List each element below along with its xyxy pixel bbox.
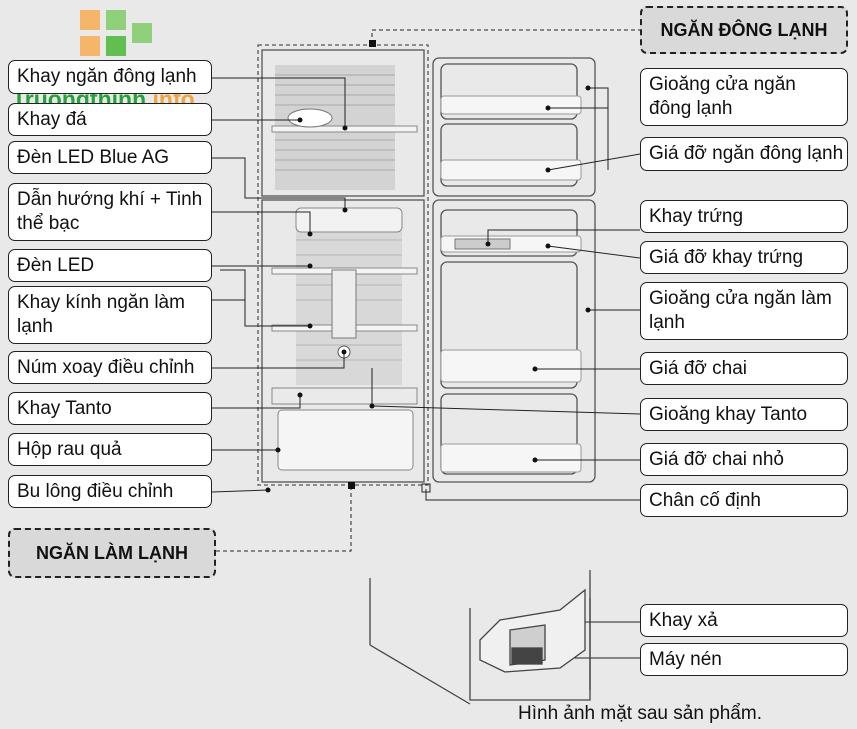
fridge-body-outline (257, 44, 429, 486)
label-blue-ag-led: Đèn LED Blue AG (8, 141, 212, 174)
heading-freezer: NGĂN ĐÔNG LẠNH (640, 6, 848, 54)
label-freezer-door-gasket: Gioăng cửa ngăn đông lạnh (640, 68, 848, 126)
label-glass-shelf: Khay kính ngăn làm lạnh (8, 286, 212, 344)
label-egg-tray: Khay trứng (640, 200, 848, 233)
label-compressor: Máy nén (640, 643, 848, 676)
label-bottle-rack: Giá đỡ chai (640, 352, 848, 385)
heading-fridge: NGĂN LÀM LẠNH (8, 528, 216, 578)
label-fixed-foot: Chân cố định (640, 484, 848, 517)
freezer-door (432, 57, 596, 197)
label-vegetable-box: Hộp rau quả (8, 433, 212, 466)
label-fridge-door-gasket: Gioăng cửa ngăn làm lạnh (640, 282, 848, 340)
caption: Hình ảnh mặt sau sản phẩm. (518, 703, 762, 724)
label-drain-tray: Khay xả (640, 604, 848, 637)
fridge-door (432, 199, 596, 483)
label-leveling-bolt: Bu lông điều chỉnh (8, 475, 212, 508)
freezer-compartment (261, 49, 425, 197)
label-ice-tray: Khay đá (8, 103, 212, 136)
fridge-back-view (369, 570, 591, 705)
label-freezer-tray: Khay ngăn đông lạnh (8, 60, 212, 94)
label-control-dial: Núm xoay điều chỉnh (8, 351, 212, 384)
vegetable-box (277, 409, 414, 471)
label-small-bottle-rack: Giá đỡ chai nhỏ (640, 443, 848, 476)
label-tanto-tray: Khay Tanto (8, 392, 212, 425)
fridge-compartment (261, 199, 425, 483)
label-tanto-gasket: Gioăng khay Tanto (640, 398, 848, 431)
label-egg-tray-rack: Giá đỡ khay trứng (640, 241, 848, 274)
egg-tray (454, 238, 511, 250)
tanto-tray (271, 387, 418, 405)
label-air-duct-silver: Dẫn hướng khí + Tinh thể bạc (8, 183, 212, 241)
air-duct (295, 207, 403, 233)
ice-tray (287, 108, 333, 128)
label-led: Đèn LED (8, 249, 212, 282)
dial-housing (331, 269, 357, 339)
label-freezer-door-rack: Giá đỡ ngăn đông lạnh (640, 137, 848, 171)
